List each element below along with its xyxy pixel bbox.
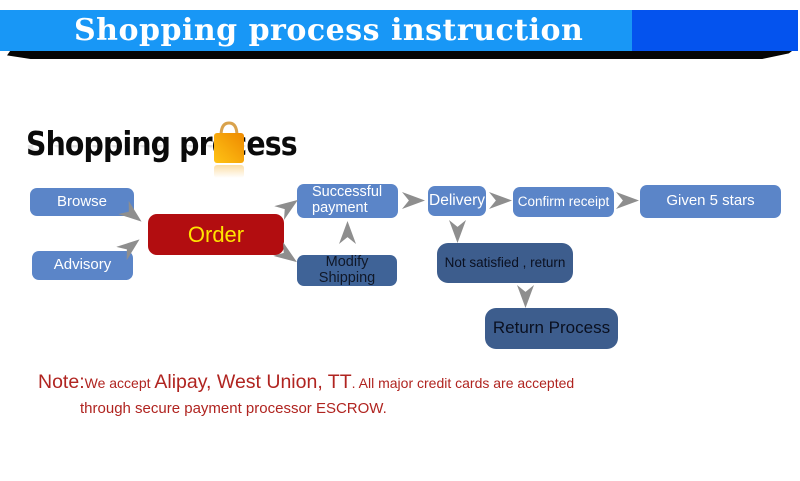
- section-title-reflection: Shopping process: [26, 145, 297, 160]
- note-payment-methods: Alipay, West Union, TT: [154, 371, 352, 393]
- arrow-payment-to-delivery-icon: [402, 192, 425, 209]
- flow-node-given-5-stars: Given 5 stars: [640, 185, 781, 218]
- flow-node-advisory: Advisory: [32, 251, 133, 280]
- note-accept-text: We accept: [84, 375, 155, 391]
- flow-node-successful-payment: Successful payment: [297, 184, 398, 218]
- section-heading: Shopping process Shopping process: [26, 121, 341, 178]
- flow-node-return-process: Return Process: [485, 308, 618, 349]
- arrow-not-satisfied-to-return-icon: [517, 285, 534, 308]
- flow-node-not-satisfied: Not satisfied , return: [437, 243, 573, 283]
- header-banner: Shopping process instruction: [0, 10, 798, 51]
- flow-node-order: Order: [148, 214, 284, 255]
- arrow-modify-to-payment-icon: [339, 221, 356, 244]
- header-shadow: [7, 51, 792, 59]
- payment-note-line2: through secure payment processor ESCROW.: [80, 400, 387, 417]
- flow-node-modify-shipping: Modify Shipping: [297, 254, 397, 286]
- flow-node-delivery: Delivery: [428, 186, 486, 216]
- shopping-bag-icon: [214, 121, 244, 178]
- note-label: Note:: [38, 371, 85, 393]
- payment-note: Note:We accept Alipay, West Union, TT. A…: [38, 370, 698, 421]
- section-title: Shopping process: [26, 124, 298, 163]
- page-title: Shopping process instruction: [74, 13, 584, 48]
- header-banner-dark-segment: [632, 10, 798, 51]
- arrow-delivery-to-confirm-icon: [489, 192, 512, 209]
- flow-node-confirm-receipt: Confirm receipt: [513, 187, 614, 217]
- note-line1-rest: . All major credit cards are accepted: [351, 375, 575, 391]
- arrow-delivery-to-not-satisfied-icon: [449, 220, 466, 243]
- flow-node-browse: Browse: [30, 188, 134, 216]
- arrow-confirm-to-given-stars-icon: [616, 192, 639, 209]
- payment-note-line1: Note:We accept Alipay, West Union, TT. A…: [38, 370, 698, 396]
